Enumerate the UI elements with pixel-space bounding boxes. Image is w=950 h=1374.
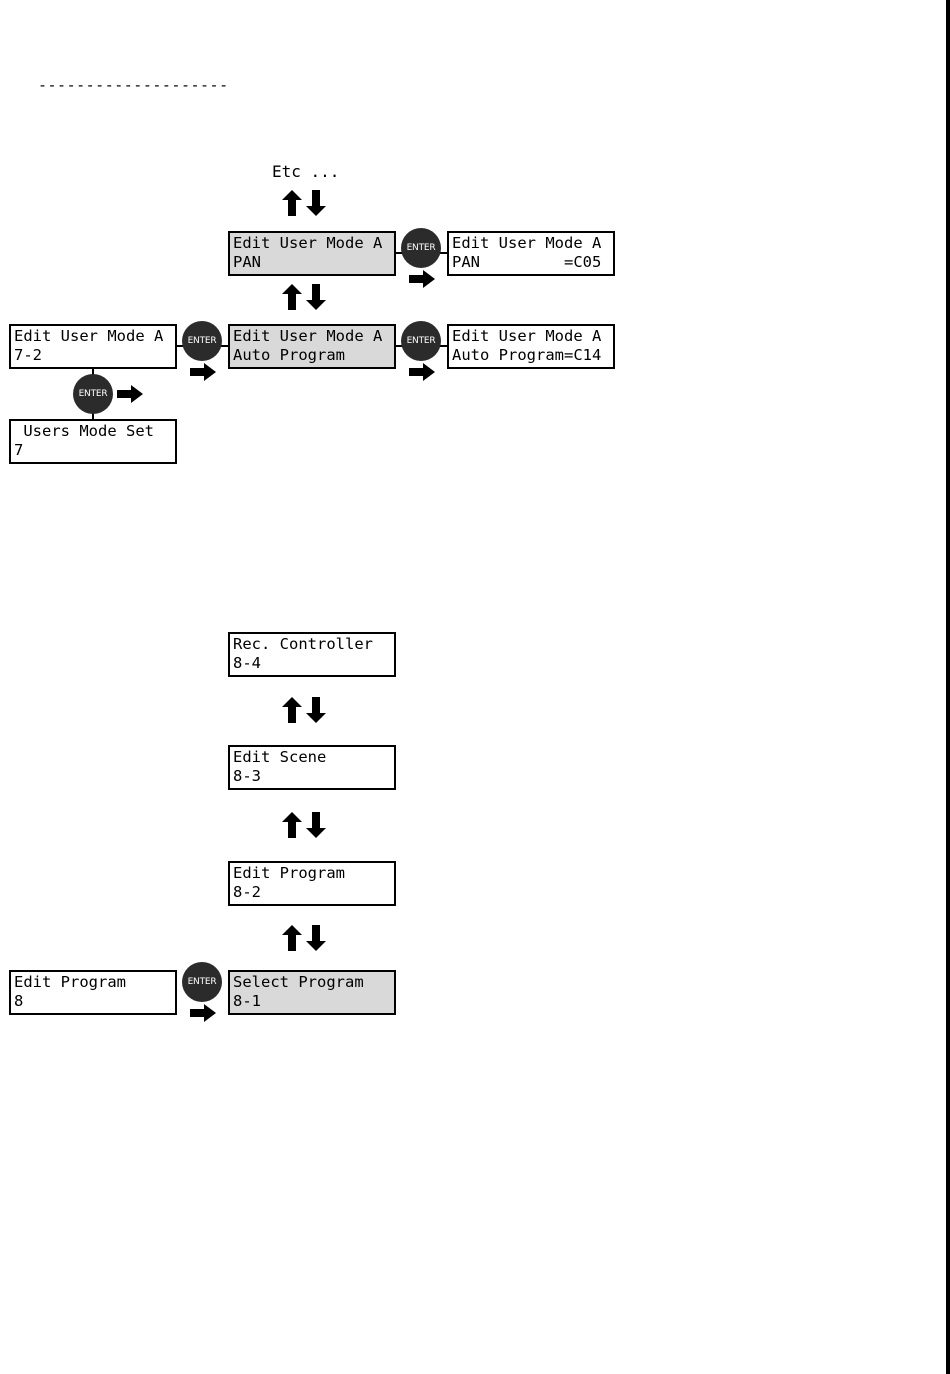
enter-button-icon: ENTER (182, 962, 222, 1002)
lcd-line-1: Edit Program (14, 973, 126, 991)
arrow-right-icon (117, 385, 143, 403)
page-edge-bar (946, 0, 950, 1374)
lcd-edit-user-mode: Edit User Mode A 7-2 (9, 324, 177, 369)
lcd-line-1: Edit Scene (233, 748, 327, 766)
lcd-line-1: Edit User Mode A (14, 327, 164, 345)
lcd-line-1: Edit User Mode A (452, 327, 602, 345)
lcd-line-2: PAN (233, 253, 261, 271)
arrow-right-icon (409, 270, 435, 288)
lcd-line-2: 8-1 (233, 992, 261, 1010)
enter-button-icon: ENTER (401, 228, 441, 268)
lcd-line-2: Auto Program (233, 346, 345, 364)
lcd-line-1: Select Program (233, 973, 364, 991)
enter-button-icon: ENTER (401, 321, 441, 361)
lcd-line-1: Edit Program (233, 864, 345, 882)
up-down-arrows-icon (282, 190, 326, 216)
arrow-right-icon (409, 363, 435, 381)
arrow-right-icon (190, 363, 216, 381)
arrow-right-icon (190, 1004, 216, 1022)
lcd-line-1: Rec. Controller (233, 635, 373, 653)
lcd-edit-program-sub: Edit Program 8-2 (228, 861, 396, 906)
up-down-arrows-icon (282, 697, 326, 723)
lcd-line-1: Edit User Mode A (452, 234, 602, 252)
lcd-line-2: 8-3 (233, 767, 261, 785)
lcd-edit-scene: Edit Scene 8-3 (228, 745, 396, 790)
up-down-arrows-icon (282, 925, 326, 951)
lcd-edit-program-main: Edit Program 8 (9, 970, 177, 1015)
lcd-line-2: 8-2 (233, 883, 261, 901)
lcd-line-2: PAN =C05 (452, 253, 602, 271)
up-down-arrows-icon (282, 284, 326, 310)
lcd-auto-program-value: Edit User Mode A Auto Program=C14 (447, 324, 615, 369)
up-down-arrows-icon (282, 812, 326, 838)
lcd-pan-menu: Edit User Mode A PAN (228, 231, 396, 276)
lcd-users-mode-set: Users Mode Set 7 (9, 419, 177, 464)
lcd-line-2: 8-4 (233, 654, 261, 672)
lcd-auto-program-menu: Edit User Mode A Auto Program (228, 324, 396, 369)
dashed-rule: -------------------- (38, 76, 229, 94)
etc-label: Etc ... (272, 162, 340, 181)
lcd-line-1: Edit User Mode A (233, 327, 383, 345)
lcd-line-2: 7-2 (14, 346, 42, 364)
lcd-line-1: Users Mode Set (14, 422, 154, 440)
enter-button-icon: ENTER (182, 321, 222, 361)
lcd-select-program: Select Program 8-1 (228, 970, 396, 1015)
lcd-line-2: 7 (14, 441, 24, 459)
enter-button-icon: ENTER (73, 374, 113, 414)
lcd-pan-value: Edit User Mode A PAN =C05 (447, 231, 615, 276)
lcd-line-1: Edit User Mode A (233, 234, 383, 252)
lcd-line-2: Auto Program=C14 (452, 346, 602, 364)
lcd-line-2: 8 (14, 992, 24, 1010)
lcd-rec-controller: Rec. Controller 8-4 (228, 632, 396, 677)
